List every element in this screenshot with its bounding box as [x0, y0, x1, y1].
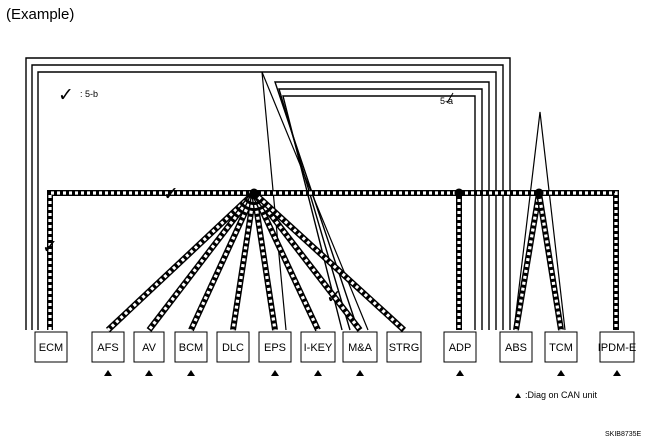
unit-label: IPDM-E [598, 342, 637, 354]
unit-label: ADP [449, 342, 472, 354]
unit-eps: EPS [258, 331, 292, 363]
can-branch-tcm [536, 192, 564, 331]
junction-tcm [534, 188, 544, 198]
triangle-icon [187, 370, 195, 376]
path-5a-label: 5-a [440, 96, 453, 106]
unit-box [216, 331, 250, 363]
triangle-icon [456, 370, 464, 376]
can-branch-afs [105, 190, 257, 333]
can-branch-eps [251, 192, 278, 331]
unit-box [174, 331, 208, 363]
unit-av: AV [133, 331, 165, 363]
triangle-icon [356, 370, 364, 376]
triangle-icon [557, 370, 565, 376]
unit-box [544, 331, 578, 363]
unit-box [34, 331, 68, 363]
path-5b-label: : 5-b [80, 89, 98, 99]
unit-box [258, 331, 292, 363]
junction-adp [454, 188, 464, 198]
can-branch-bcm [188, 191, 257, 332]
unit-label: EPS [264, 342, 286, 354]
unit-box [599, 331, 635, 363]
unit-m-a: M&A [342, 331, 378, 363]
can-branch-strg [251, 190, 407, 333]
diag-markers [104, 370, 621, 376]
unit-ecm: ECM [34, 331, 68, 363]
unit-row: ECM AFS AV BCM DLC EPS I-KEY M&A STRG ADP ABS TCM IP… [34, 331, 637, 363]
unit-label: M&A [348, 342, 373, 354]
unit-label: AFS [97, 342, 118, 354]
unit-label: STRG [389, 342, 420, 354]
diagram-title: (Example) [6, 6, 75, 23]
unit-box [342, 331, 378, 363]
unit-box [300, 331, 336, 363]
triangle-icon [104, 370, 112, 376]
check-mark-icon: ✓ [58, 84, 74, 106]
unit-label: ECM [39, 342, 63, 354]
check-mark-icon: ✓ [42, 236, 58, 258]
unit-afs: AFS [91, 331, 125, 363]
unit-box [443, 331, 477, 363]
can-branch-av [146, 191, 257, 332]
label-5a-leader [446, 92, 454, 104]
unit-dlc: DLC [216, 331, 250, 363]
unit-box [91, 331, 125, 363]
legend: :Diag on CAN unit [515, 390, 598, 400]
figure-code: SKIB8735E [605, 431, 642, 438]
check-mark-icon: ✓ [163, 183, 179, 205]
check-mark-icon: ✓ [326, 286, 342, 308]
unit-label: BCM [179, 342, 203, 354]
unit-adp: ADP [443, 331, 477, 363]
unit-box [499, 331, 533, 363]
can-junctions [249, 188, 544, 198]
can-branch-dlc [230, 192, 257, 331]
unit-label: AV [142, 342, 157, 354]
unit-label: TCM [549, 342, 573, 354]
unit-strg: STRG [386, 331, 422, 363]
unit-label: DLC [222, 342, 244, 354]
unit-tcm: TCM [544, 331, 578, 363]
triangle-icon [271, 370, 279, 376]
unit-box [133, 331, 165, 363]
junction-main [249, 188, 259, 198]
unit-abs: ABS [499, 331, 533, 363]
triangle-icon [613, 370, 621, 376]
triangle-legend-icon [515, 393, 521, 398]
can-branch-abs [513, 192, 542, 331]
can-branch-m-a [251, 191, 363, 332]
path-tcm-spike [513, 111, 566, 331]
can-branch-i-key [251, 191, 321, 332]
unit-label: I-KEY [304, 342, 333, 354]
can-bus-main [47, 190, 619, 330]
triangle-icon [314, 370, 322, 376]
can-bus-layer [47, 190, 619, 333]
unit-ipdm-e: IPDM-E [598, 331, 637, 363]
unit-bcm: BCM [174, 331, 208, 363]
unit-box [386, 331, 422, 363]
diag-legend-label: :Diag on CAN unit [525, 390, 598, 400]
triangle-icon [145, 370, 153, 376]
unit-i-key: I-KEY [300, 331, 336, 363]
path-5a-lines [274, 81, 490, 331]
unit-label: ABS [505, 342, 527, 354]
